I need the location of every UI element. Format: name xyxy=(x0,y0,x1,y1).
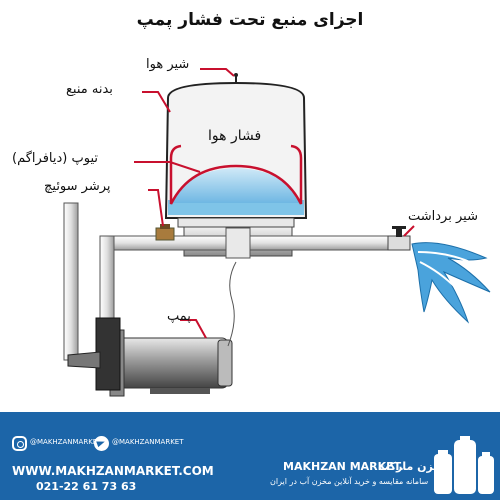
outlet-valve-label: شیر برداشت xyxy=(408,209,478,224)
outlet-valve xyxy=(387,226,411,251)
pump-label: پمپ xyxy=(167,309,191,324)
tank-body-label: بدنه منبع xyxy=(66,82,113,97)
telegram-handle[interactable]: @MAKHZANMARKET xyxy=(112,438,184,446)
air-valve-label: شیر هوا xyxy=(146,57,190,72)
telegram-icon[interactable] xyxy=(94,436,109,451)
pressure-switch-label: پرشر سوئیچ xyxy=(44,179,111,194)
diaphragm-label: تیوپ (دیافراگم) xyxy=(12,151,98,166)
pressure-switch xyxy=(155,224,175,241)
page-title: اجزای منبع تحت فشار پمپ xyxy=(136,10,364,30)
suction-pipe xyxy=(63,202,79,361)
diaphragm-membrane xyxy=(169,144,303,205)
phone-number: 021-22 61 73 63 xyxy=(36,480,137,493)
website-link[interactable]: WWW.MAKHZANMARKET.COM xyxy=(12,464,214,478)
air-pressure-label: فشار هوا xyxy=(208,128,262,144)
pressure-tank-diagram xyxy=(63,68,491,397)
footer-bar: @MAKHZANMARKET @MAKHZANMARKET WWW.MAKHZA… xyxy=(0,412,500,500)
tagline: سامانه مقایسه و خرید آنلاین مخزن آب در ا… xyxy=(270,477,429,486)
tank-logo-icon xyxy=(434,436,494,494)
brand-en: MAKHZAN MARKET. xyxy=(283,460,404,473)
brand-fa: مخزن مارکت xyxy=(378,460,449,473)
leader-lines xyxy=(134,68,415,339)
pump-unit xyxy=(67,317,233,397)
instagram-handle[interactable]: @MAKHZANMARKET xyxy=(30,438,102,446)
water-spray xyxy=(411,242,491,324)
instagram-icon[interactable] xyxy=(12,436,27,451)
